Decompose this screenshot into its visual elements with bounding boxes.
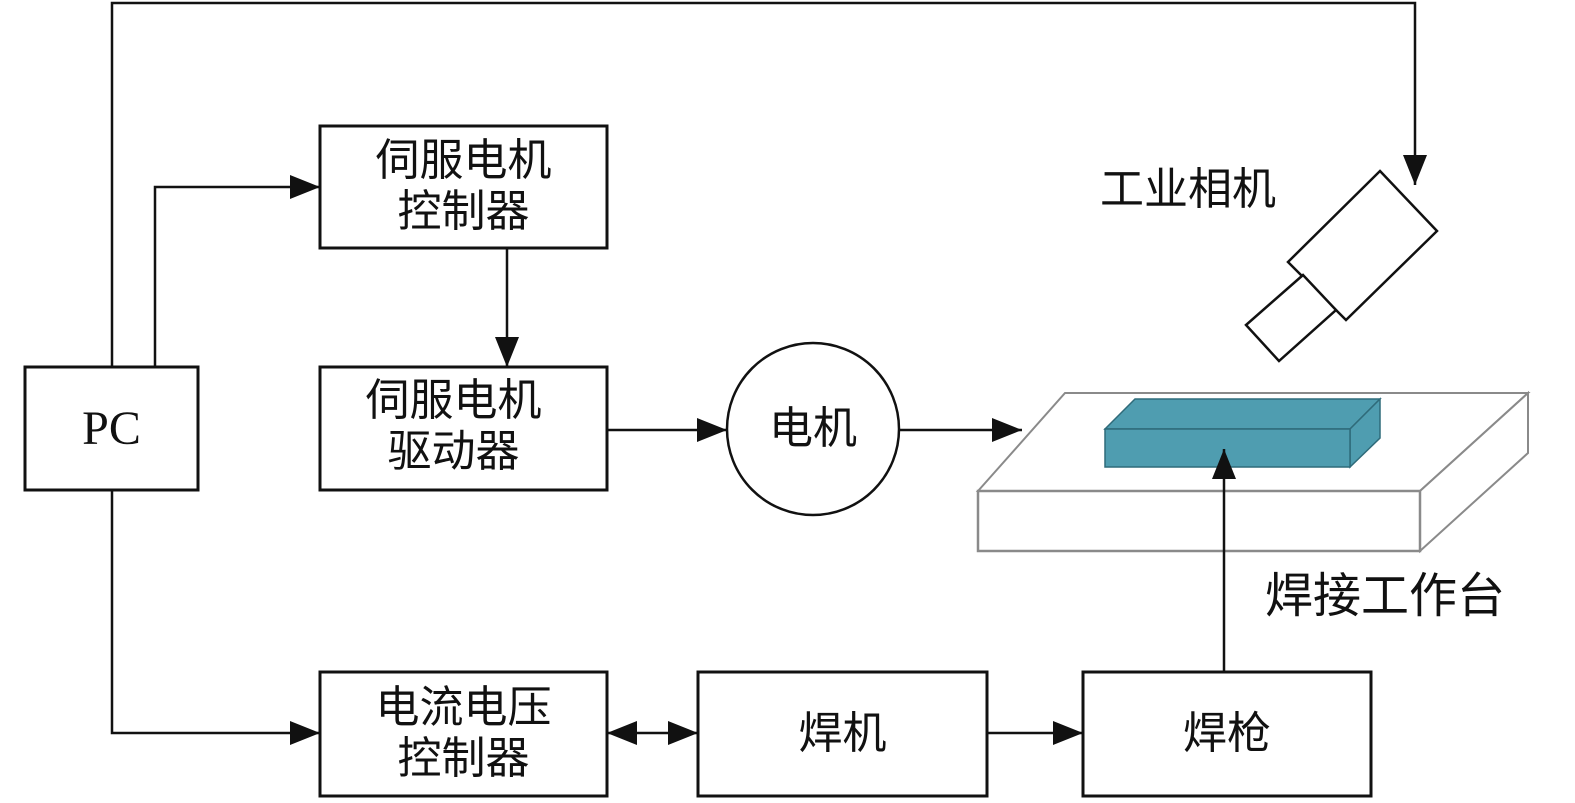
welder-box xyxy=(696,670,989,798)
industrial-camera-label: 工业相机 xyxy=(1100,163,1276,215)
servo-controller-box xyxy=(318,124,609,250)
welder-label: 焊机 xyxy=(798,707,887,759)
motor-label: 电机 xyxy=(769,402,857,454)
welding-gun-box xyxy=(1081,670,1373,798)
edge-pc-camera xyxy=(110,1,1427,367)
welding-table-label: 焊接工作台 xyxy=(1265,568,1506,625)
pc-box xyxy=(23,365,200,492)
pc-label: PC xyxy=(82,401,141,455)
edge-pc-cv-controller xyxy=(110,490,320,745)
workpiece-block xyxy=(1103,397,1382,469)
servo-controller-label: 伺服电机 控制器 xyxy=(375,135,552,237)
servo-driver-label: 伺服电机 驱动器 xyxy=(365,374,542,477)
welding-gun-label: 焊枪 xyxy=(1183,707,1271,759)
camera-icon xyxy=(1244,169,1439,363)
edge-pc-servo-controller xyxy=(153,175,320,367)
current-voltage-controller-box xyxy=(318,670,609,798)
current-voltage-controller-label: 电流电压 控制器 xyxy=(375,682,552,784)
servo-driver-box xyxy=(318,365,609,492)
